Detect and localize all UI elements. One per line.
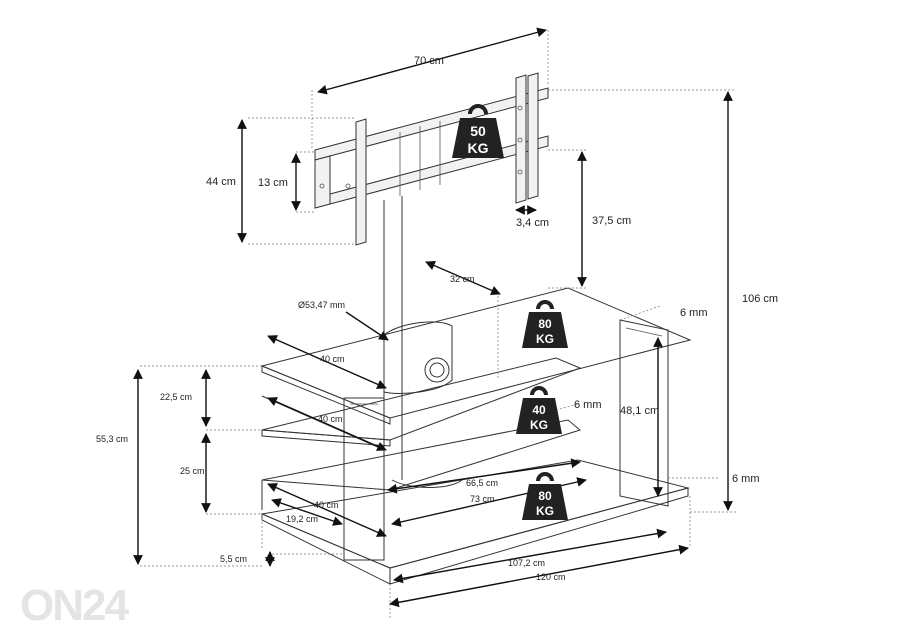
dimension-labels: 70 cm 44 cm 13 cm 3,4 cm 37,5 cm 32 cm Ø… bbox=[96, 55, 778, 582]
label-column-diameter: Ø53,47 mm bbox=[298, 300, 345, 310]
label-shelf1-depth: 40 cm bbox=[320, 354, 345, 364]
weight-badge-shelf-middle: 40 KG bbox=[516, 386, 562, 434]
logo-watermark: ON24 bbox=[20, 581, 129, 630]
label-base-width: 120 cm bbox=[536, 572, 566, 582]
label-glass-mid: 6 mm bbox=[574, 399, 602, 411]
label-total-height: 106 cm bbox=[742, 293, 778, 305]
svg-text:KG: KG bbox=[468, 140, 489, 156]
label-column-offset: 32 cm bbox=[450, 274, 475, 284]
label-side-panel-height: 48,1 cm bbox=[620, 405, 659, 417]
label-gap-upper: 22,5 cm bbox=[160, 392, 192, 402]
column bbox=[383, 196, 463, 488]
label-shelf3-depth: 40 cm bbox=[314, 500, 339, 510]
label-base-depth: 19,2 cm bbox=[286, 514, 318, 524]
svg-text:80: 80 bbox=[538, 489, 552, 503]
label-shelf-inner-width: 66,5 cm bbox=[466, 478, 498, 488]
weight-badge-shelf-bottom: 80 KG bbox=[522, 472, 568, 520]
label-glass-top: 6 mm bbox=[680, 307, 708, 319]
label-base-inner-width: 107,2 cm bbox=[508, 558, 545, 568]
svg-text:50: 50 bbox=[470, 123, 486, 139]
weight-badge-shelf-top: 80 KG bbox=[522, 300, 568, 348]
svg-text:KG: KG bbox=[530, 418, 548, 432]
label-bracket-drop: 37,5 cm bbox=[592, 215, 631, 227]
svg-text:80: 80 bbox=[538, 317, 552, 331]
label-bracket-depth: 3,4 cm bbox=[516, 217, 549, 229]
svg-text:KG: KG bbox=[536, 332, 554, 346]
label-glass-base: 6 mm bbox=[732, 473, 760, 485]
label-shelf-width: 73 cm bbox=[470, 494, 495, 504]
label-bracket-inner: 13 cm bbox=[258, 177, 288, 189]
dimension-arrows bbox=[133, 27, 733, 608]
label-base-height: 5,5 cm bbox=[220, 554, 247, 564]
label-gap-lower: 25 cm bbox=[180, 466, 205, 476]
svg-text:40: 40 bbox=[532, 403, 546, 417]
label-shelf2-depth: 40 cm bbox=[318, 414, 343, 424]
label-bracket-height: 44 cm bbox=[206, 176, 236, 188]
label-bracket-width: 70 cm bbox=[414, 55, 444, 67]
label-shelf-total-height: 55,3 cm bbox=[96, 434, 128, 444]
weight-badge-top: 50 KG bbox=[452, 104, 504, 158]
svg-text:KG: KG bbox=[536, 504, 554, 518]
tv-bracket bbox=[314, 72, 549, 246]
